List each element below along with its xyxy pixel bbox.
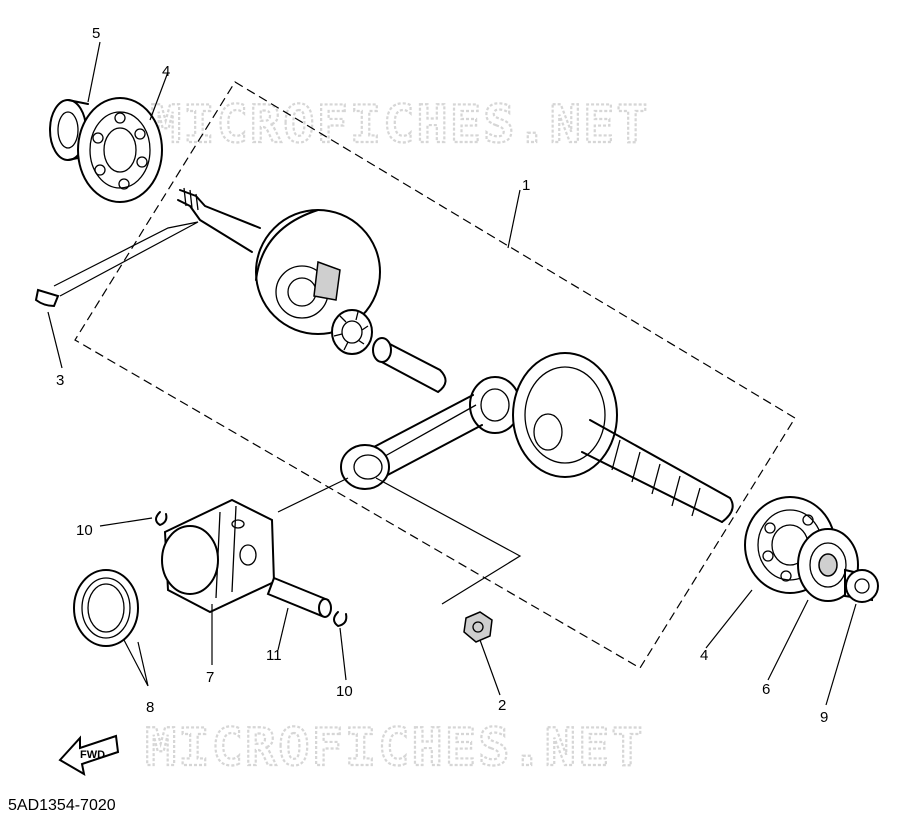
callout-4-left: 4 [162, 63, 170, 80]
callout-1: 1 [522, 177, 530, 194]
callout-11: 11 [266, 647, 282, 664]
watermark-top: MICROFICHES.NET [150, 95, 650, 155]
oil-seal-right [797, 528, 859, 602]
callout-8: 7 [206, 669, 214, 686]
bearing-top [77, 97, 163, 203]
callout-2: 2 [498, 697, 506, 714]
forward-arrow: FWD [58, 734, 120, 776]
callout-7: 9 [820, 709, 828, 726]
woodruff-key [34, 288, 60, 308]
collar [844, 568, 879, 603]
circlip-bottom [333, 611, 348, 627]
fwd-label: FWD [80, 749, 105, 761]
leader-lines [47, 41, 857, 706]
connecting-rod [340, 376, 521, 490]
callout-10-top: 10 [76, 522, 93, 539]
oil-seal-top [49, 99, 89, 161]
crank-left-half [177, 187, 381, 335]
callout-4-right: 4 [700, 647, 708, 664]
circlip-top [155, 511, 168, 526]
piston-rings [73, 569, 139, 647]
callout-3: 3 [56, 372, 64, 389]
callout-9: 8 [146, 699, 154, 716]
drawing-code: 5AD1354-7020 [8, 797, 116, 814]
nut [463, 611, 493, 643]
callout-10-bottom: 10 [336, 683, 353, 700]
piston-pin [266, 576, 332, 618]
crank-pin [372, 337, 447, 394]
needle-bearing [331, 309, 373, 355]
callout-6: 5 [92, 25, 100, 42]
watermark-bottom: MICROFICHES.NET [145, 718, 645, 778]
callout-5: 6 [762, 681, 770, 698]
assembly-boundary [74, 81, 796, 669]
piston [161, 498, 276, 614]
crank-right-half [512, 352, 734, 523]
